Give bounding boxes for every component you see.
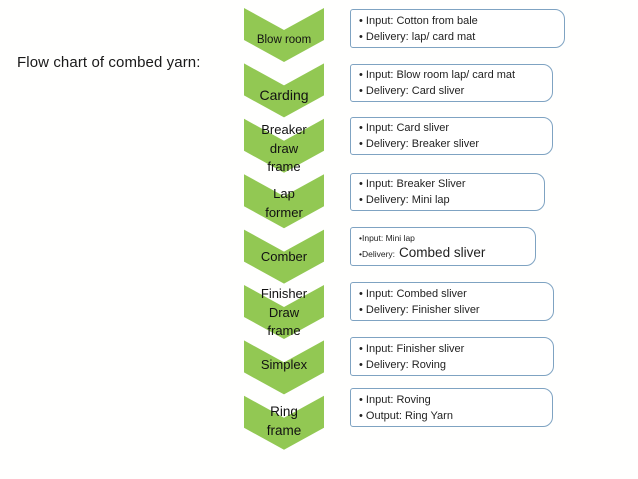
page-title: Flow chart of combed yarn: [17, 54, 201, 71]
box-delivery-prefix: •Delivery: [359, 248, 396, 259]
box-line-delivery: • Delivery: lap/ card mat [359, 30, 476, 43]
box-line-delivery: • Delivery: Breaker sliver [359, 138, 479, 150]
stage-label-breaker-draw-frame: Breaker draw frame [261, 122, 307, 174]
chevron-shape-ring-frame [244, 395, 324, 450]
box-line-input: • Input: Cotton from bale [359, 14, 478, 27]
stage-label-comber: Comber [260, 249, 308, 264]
stage-box-blow-room: • Input: Cotton from bale • Delivery: la… [350, 9, 565, 48]
box-line-delivery: • Delivery: Mini lap [359, 194, 450, 206]
chevron-shape-simplex [244, 340, 324, 395]
stage-box-carding: • Input: Blow room lap/ card mat • Deliv… [350, 64, 553, 102]
box-line-input: • Input: Roving [359, 393, 431, 406]
chevron-shape-finisher-draw-frame [244, 285, 324, 339]
stage-box-breaker-draw-frame: • Input: Card sliver • Delivery: Breaker… [350, 117, 553, 155]
box-line-input: •Input: Mini lap [359, 232, 415, 243]
chevron-shape-carding [244, 63, 324, 118]
stage-label-carding: Carding [259, 87, 309, 103]
stage-label-lap-former: Lap former [265, 186, 303, 220]
box-line-input: • Input: Blow room lap/ card mat [359, 69, 516, 81]
stage-box-simplex: • Input: Finisher sliver • Delivery: Rov… [350, 337, 554, 376]
chevron-shape-comber [244, 229, 324, 284]
chevron-shape-lap-former [244, 174, 324, 229]
box-delivery-value: Combed sliver [399, 244, 486, 260]
box-line-input: • Input: Card sliver [359, 122, 450, 134]
stage-box-ring-frame: • Input: Roving • Output: Ring Yarn [350, 388, 553, 427]
stage-label-simplex: Simplex [260, 357, 308, 372]
chevron-shape-breaker-draw-frame [244, 118, 324, 173]
box-line-input: • Input: Finisher sliver [359, 342, 465, 355]
chevron-column [244, 8, 324, 450]
stage-label-finisher-draw-frame: Finisher Draw frame [260, 286, 308, 338]
stage-label-blow-room: Blow room [256, 34, 312, 46]
box-line-output: • Output: Ring Yarn [359, 409, 453, 422]
stage-box-comber: •Input: Mini lap •Delivery:Combed sliver [350, 227, 536, 266]
box-line-delivery: • Delivery: Card sliver [359, 85, 465, 97]
box-line-delivery: • Delivery: Roving [359, 358, 446, 371]
chevron-shape-blow-room [244, 8, 324, 62]
box-line-delivery: •Delivery:Combed sliver [359, 245, 531, 262]
stage-box-finisher-draw-frame: • Input: Combed sliver • Delivery: Finis… [350, 282, 554, 321]
stage-box-lap-former: • Input: Breaker Sliver • Delivery: Mini… [350, 173, 545, 211]
box-line-input: • Input: Combed sliver [359, 287, 467, 300]
box-line-input: • Input: Breaker Sliver [359, 178, 466, 190]
box-line-delivery: • Delivery: Finisher sliver [359, 303, 480, 316]
stage-label-ring-frame: Ring frame [266, 404, 302, 438]
